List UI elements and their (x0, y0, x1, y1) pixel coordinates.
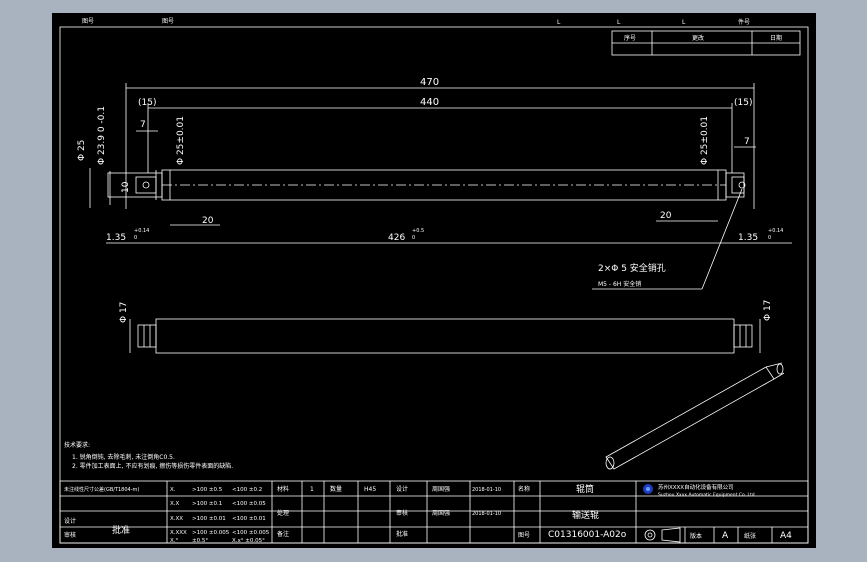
header-label-1: 图号 (82, 18, 94, 25)
title-block: 未注线性尺寸公差(GB/T1804-m) X. >100 ±0.5 <100 ±… (59, 480, 809, 544)
dim-len-20-left: 20 (202, 216, 214, 226)
dim-tol-right-sub: 0 (768, 235, 771, 241)
dim-tol-left-sub: 0 (134, 235, 137, 241)
dim-dia-25-left: Φ 25 (77, 140, 87, 161)
note-hole: 2×Φ 5 安全销孔 (598, 262, 666, 274)
tol-row-1b: >100 ±0.5 (192, 487, 223, 493)
rev-col-1: 序号 (624, 34, 636, 42)
row2-cell-5: 2018-01-10 (472, 511, 501, 517)
dim-tol-right: 1.35 (738, 233, 758, 243)
roller-isometric-view (605, 362, 785, 470)
cell-6: 周国强 (432, 486, 450, 493)
tol-row-2c: <100 ±0.05 (232, 501, 266, 507)
row3-cell-3: 批准 (396, 530, 408, 538)
technical-notes: 技术要求: 1. 锐角倒钝, 去除毛刺, 未注倒角C0.5. 2. 零件加工表面… (64, 441, 233, 470)
dim-end-left: (15) (138, 98, 156, 108)
left-label-2: 审核 (64, 531, 76, 539)
left-value: 批准 (112, 524, 130, 536)
part-name: 辊筒 (576, 483, 594, 495)
size-value: A4 (780, 531, 792, 541)
tol-row-5b: ±0.5° (192, 538, 208, 544)
drawing-no: C01316001-A02o (548, 530, 627, 540)
tol-row-4a: X.XXX (170, 530, 187, 536)
notes-line-1: 1. 锐角倒钝, 去除毛刺, 未注倒角C0.5. (72, 453, 175, 461)
tol-row-2a: X.X (170, 501, 180, 507)
cell-3: 数量 (330, 485, 342, 493)
dim-dia-17-right: Φ 17 (763, 300, 773, 321)
cell-7: 2018-01-10 (472, 487, 501, 493)
header-label-5: L (557, 19, 561, 26)
drawing-canvas: 图号 图号 L L L 件号 序号 更改 日期 470 440 (15) (15… (59, 18, 809, 544)
cell-4: H45 (364, 486, 376, 493)
dim-dia-25-tol-left: Φ 25±0.01 (176, 116, 186, 165)
dim-tol-right-sup: +0.14 (768, 228, 783, 234)
dim-tol-left-sup: +0.14 (134, 228, 149, 234)
header-label-6: L (617, 19, 621, 26)
roller-main-view: 470 440 (15) (15) 7 7 Φ 25 Φ 23.9 0 -0.1… (77, 77, 792, 290)
drawing-no-label: 图号 (518, 532, 530, 539)
cell-1: 材料 (277, 485, 289, 493)
tol-row-3b: >100 ±0.01 (192, 516, 226, 522)
dim-426-sub: 0 (412, 235, 415, 241)
tol-row-5a: X.° (170, 538, 179, 544)
dim-dia-239: Φ 23.9 0 -0.1 (97, 106, 107, 165)
row2-cell-4: 周国强 (432, 510, 450, 517)
tol-row-3c: <100 ±0.01 (232, 516, 266, 522)
header-label-3: 图号 (162, 18, 174, 25)
dim-426-sup: +0.5 (412, 228, 424, 234)
row2-cell-3: 审核 (396, 509, 408, 517)
dim-overall-470: 470 (420, 77, 439, 88)
tol-row-4c: <100 ±0.005 (232, 530, 270, 536)
version-label: 版本 (690, 532, 702, 540)
dim-len-20-right: 20 (660, 211, 672, 221)
tol-row-1c: <100 ±0.2 (232, 487, 262, 493)
revision-table: 序号 更改 日期 (611, 30, 801, 56)
company-logo-icon (643, 484, 653, 494)
dim-end-right: (15) (734, 98, 752, 108)
cell-5: 设计 (396, 485, 408, 493)
row2-cell-1: 处理 (277, 509, 289, 517)
company-cn: 苏州XXXX自动化设备有限公司 (658, 483, 734, 491)
company-en: Suzhou Xxxx Automatic Equipment Co.,Ltd (658, 492, 755, 498)
tol-row-2b: >100 ±0.1 (192, 501, 222, 507)
dim-shaft-right: 7 (744, 137, 750, 147)
dim-shaft-left: 7 (140, 120, 146, 130)
projection-symbol-icon (644, 527, 681, 543)
dim-dia-17-left: Φ 17 (119, 302, 129, 323)
notes-title: 技术要求: (64, 441, 90, 449)
cell-8: 名称 (518, 485, 530, 493)
rev-col-2: 更改 (692, 34, 704, 42)
size-label: 纸张 (744, 532, 756, 540)
part-name-2: 输送辊 (572, 509, 599, 521)
row3-cell-1: 备注 (277, 530, 289, 538)
rev-col-3: 日期 (770, 34, 782, 42)
note-hole-2: M5 - 6H 安全销 (598, 280, 641, 288)
dim-dia-25-tol-right: Φ 25±0.01 (700, 116, 710, 165)
tol-row-3a: X.XX (170, 516, 183, 522)
dim-tol-left: 1.35 (106, 233, 126, 243)
version-value: A (722, 531, 729, 541)
header-label-7: L (682, 19, 686, 26)
tol-row-4b: >100 ±0.005 (192, 530, 230, 536)
tol-header: 未注线性尺寸公差(GB/T1804-m) (64, 486, 139, 493)
dim-len-10: 10 (121, 181, 131, 193)
cell-2: 1 (310, 486, 314, 493)
left-label-1: 设计 (64, 517, 76, 525)
dim-body-426: 426 (388, 233, 405, 243)
dim-body-440: 440 (420, 97, 439, 108)
header-label-8: 件号 (738, 18, 750, 26)
tol-row-1a: X. (170, 487, 176, 493)
tol-row-5c: X.x° ±0.05° (232, 538, 265, 544)
roller-second-view: Φ 17 Φ 17 (119, 300, 773, 354)
cad-drawing-viewport[interactable]: 图号 图号 L L L 件号 序号 更改 日期 470 440 (15) (15… (52, 13, 816, 548)
notes-line-2: 2. 零件加工表面上, 不应有划痕, 擦伤等损伤零件表面的缺陷. (72, 462, 233, 470)
